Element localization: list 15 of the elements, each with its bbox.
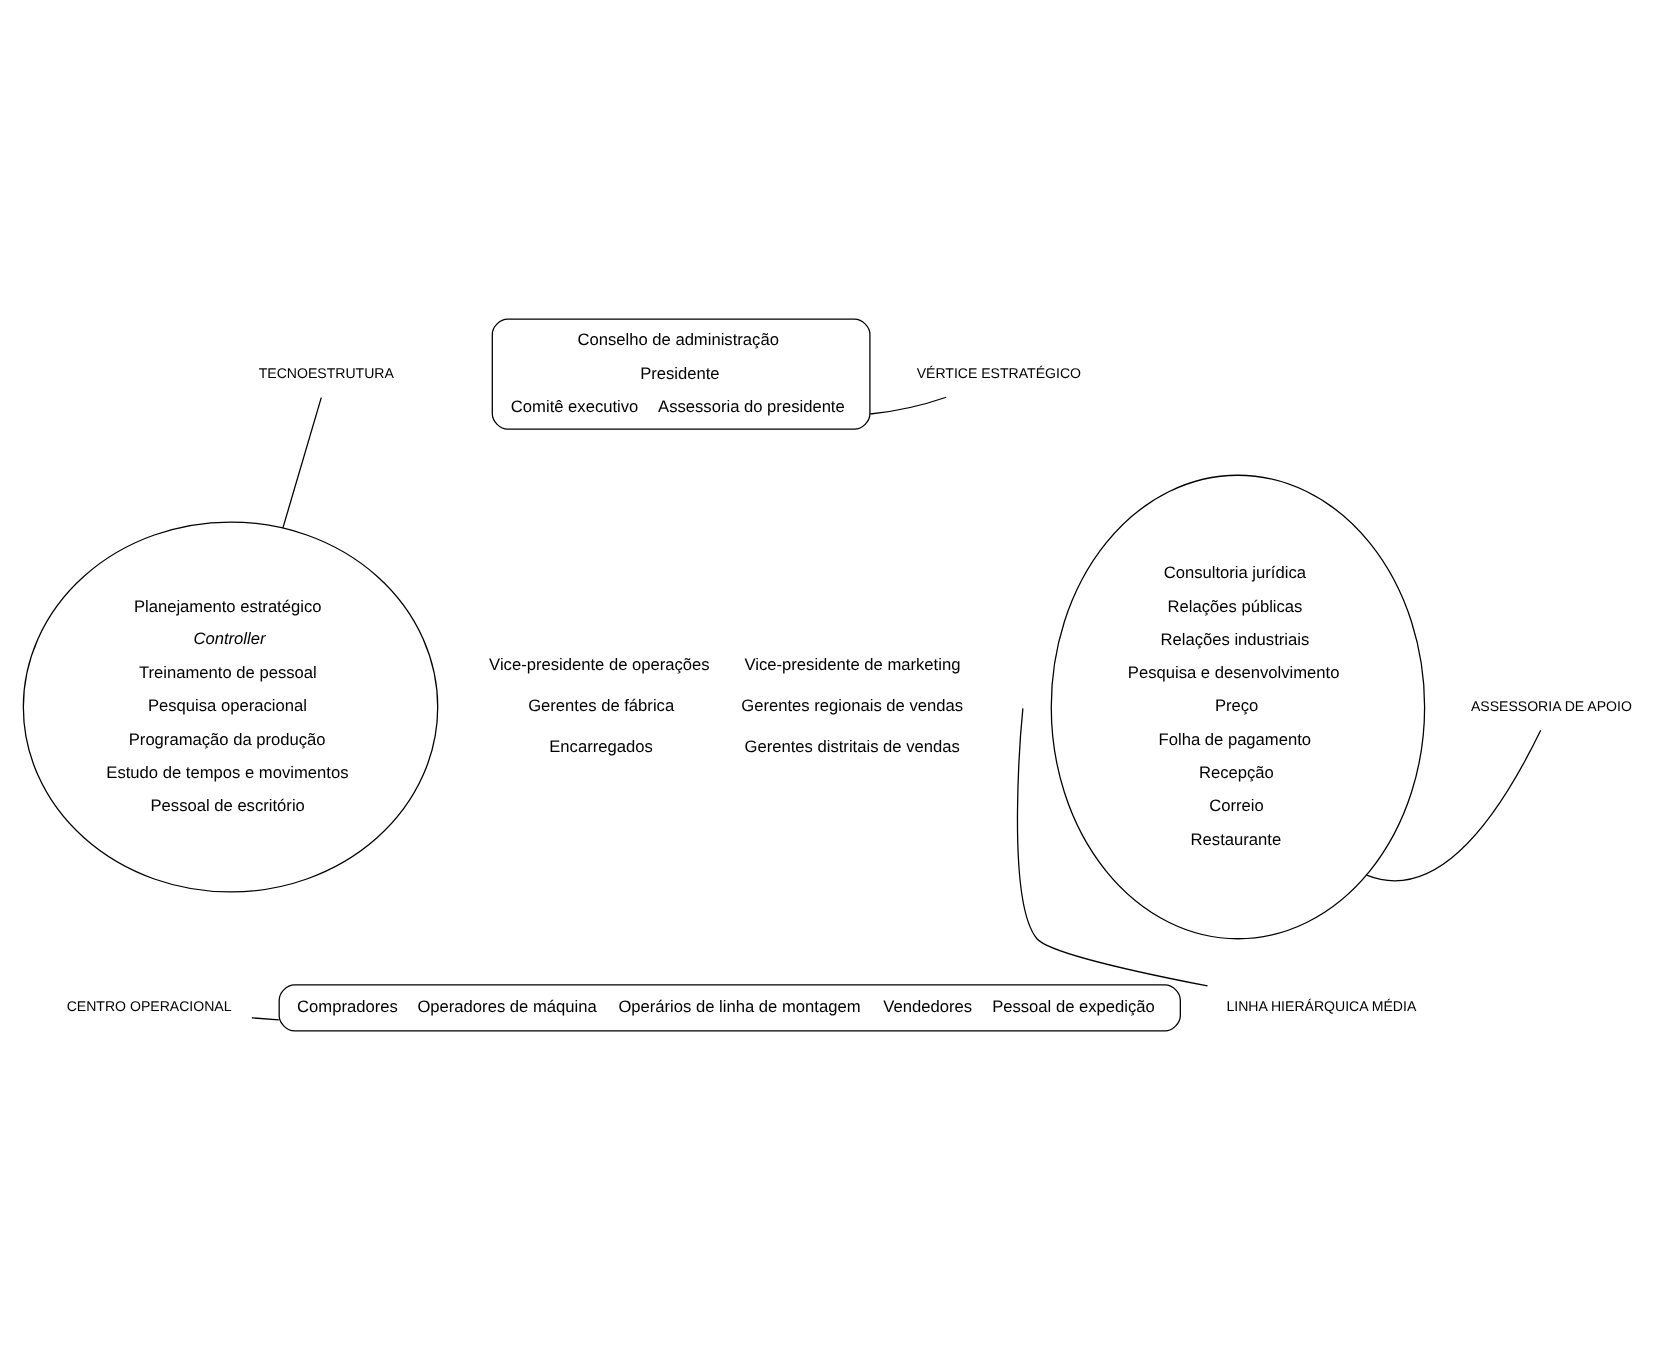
- label: Gerentes de fábrica: [528, 695, 675, 716]
- connector: [282, 397, 322, 529]
- node-ellipse: Consultoria jurídica Relações públicas Relações industriais Pesquisa e desenvolvimento Preço Folha de pagamento Recepção Correio Restaurante: [1050, 474, 1426, 940]
- node-box: Compradores Operadores de máquina Operários de linha de montagem Vendedores Pessoal de expedição: [278, 984, 1181, 1032]
- connector: [869, 396, 947, 415]
- label: Encarregados: [549, 736, 653, 757]
- label: Gerentes distritais de vendas: [744, 736, 960, 757]
- label: Vice-presidente de marketing: [744, 654, 961, 675]
- label: Gerentes regionais de vendas: [741, 695, 964, 716]
- connector: [251, 1017, 280, 1021]
- label: Vice-presidente de operações: [489, 654, 710, 675]
- node-ellipse: Planejamento estratégico Controller Treinamento de pessoal Pesquisa operacional Programação da produção Estudo de tempos e movimentos Pessoal de escritório: [22, 521, 439, 893]
- connector: [1016, 707, 1209, 987]
- connector: [1365, 729, 1542, 882]
- node-box: Conselho de administração Presidente Comitê executivo Assessoria do presidente: [491, 318, 871, 430]
